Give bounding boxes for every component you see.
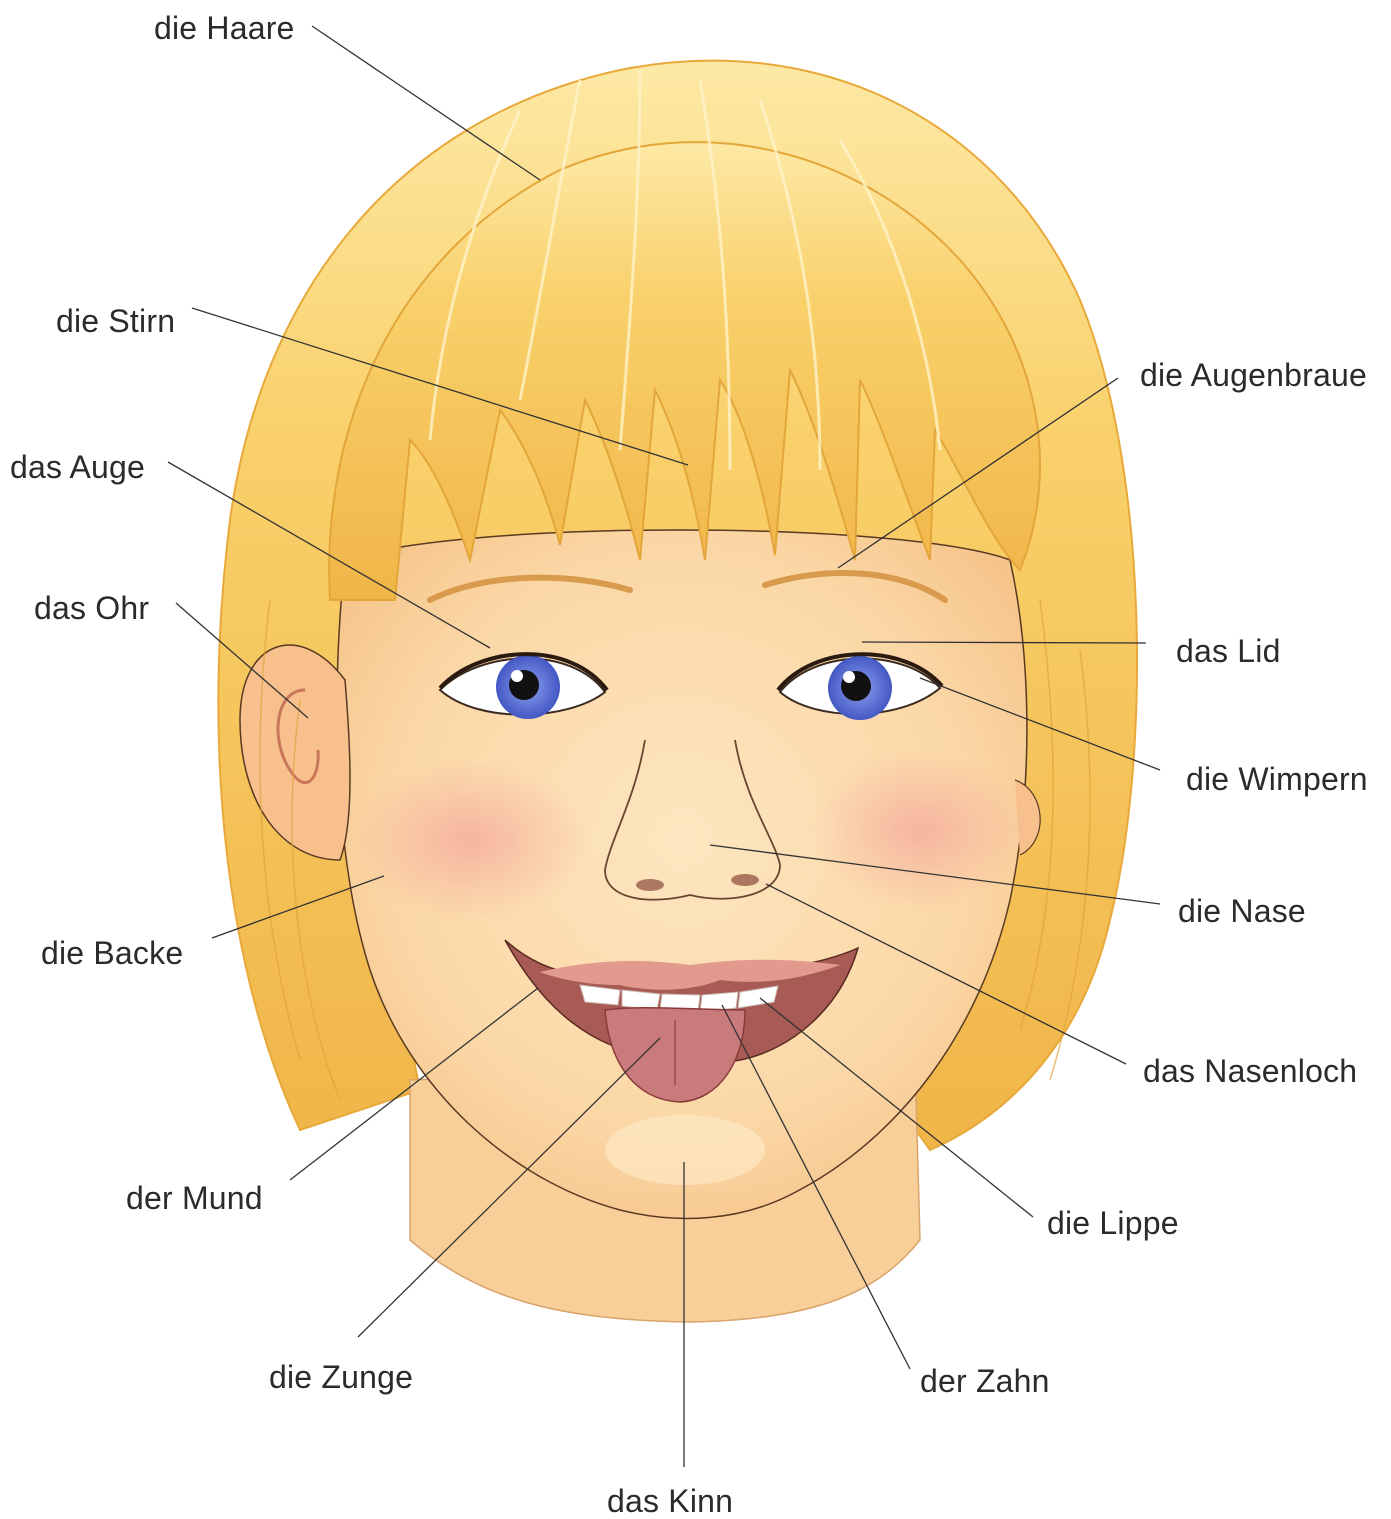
label-stirn: die Stirn [56, 305, 175, 337]
label-zunge: die Zunge [269, 1361, 413, 1393]
right-cheek-blush [810, 750, 1030, 910]
label-haare: die Haare [154, 12, 295, 44]
label-nase: die Nase [1178, 895, 1306, 927]
label-wimpern: die Wimpern [1186, 763, 1368, 795]
label-backe: die Backe [41, 937, 183, 969]
label-kinn: das Kinn [607, 1485, 733, 1517]
label-augenbraue: die Augenbraue [1140, 359, 1367, 391]
label-nasenloch: das Nasenloch [1143, 1055, 1357, 1087]
label-lippe: die Lippe [1047, 1207, 1179, 1239]
label-ohr: das Ohr [34, 592, 149, 624]
label-auge: das Auge [10, 451, 145, 483]
label-mund: der Mund [126, 1182, 263, 1214]
label-lid: das Lid [1176, 635, 1281, 667]
label-zahn: der Zahn [920, 1365, 1050, 1397]
left-cheek-blush [350, 760, 590, 920]
